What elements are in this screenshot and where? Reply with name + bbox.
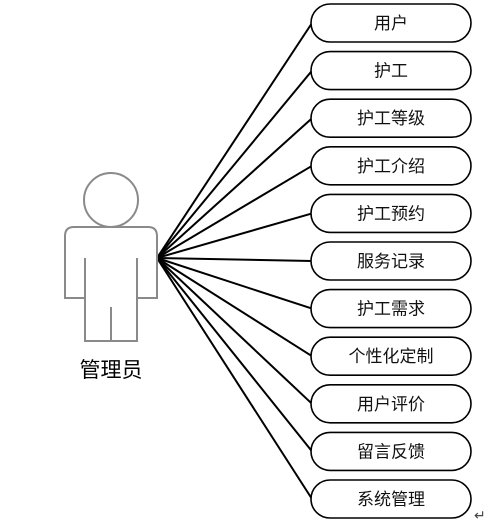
use-case: 服务记录: [310, 241, 472, 281]
use-case: 用户评价: [310, 383, 472, 424]
use-case: 护工等级: [310, 98, 472, 138]
use-case: 护工介绍: [310, 146, 472, 186]
use-case-label: 用户: [374, 14, 408, 34]
use-case: 护工预约: [310, 193, 472, 234]
connector-line: [156, 212, 313, 259]
use-case-ellipse: [310, 50, 472, 91]
connector-line: [156, 257, 313, 453]
use-case-ellipse: [310, 3, 472, 43]
use-case-ellipse: [310, 288, 472, 329]
use-case: 用户: [310, 3, 472, 43]
use-case-label: 系统管理: [357, 490, 425, 510]
use-case-ellipse: [310, 193, 472, 234]
actor-figure: [64, 172, 158, 342]
connector-line: [156, 257, 313, 262]
paragraph-mark: ↵: [474, 508, 486, 524]
use-case-label: 用户评价: [357, 395, 425, 415]
use-case-label: 护工预约: [357, 204, 425, 224]
actor-head: [83, 172, 139, 228]
connector-line: [156, 257, 313, 500]
use-case-label: 护工介绍: [357, 157, 425, 177]
connector-line: [156, 69, 313, 259]
use-case-ellipse: [310, 98, 472, 138]
use-case-label: 护工需求: [357, 300, 425, 320]
use-case-ellipse: [310, 241, 472, 281]
use-case: 系统管理: [310, 479, 472, 519]
connector-line: [156, 22, 313, 259]
connector-lines: [156, 22, 313, 500]
use-case-list: 用户护工护工等级护工介绍护工预约服务记录护工需求个性化定制用户评价留言反馈系统管…: [310, 3, 472, 519]
connector-line: [156, 257, 313, 405]
use-case-label: 护工等级: [357, 109, 425, 129]
use-case: 个性化定制: [310, 336, 472, 377]
use-case-ellipse: [310, 336, 472, 377]
use-case-ellipse: [310, 146, 472, 186]
use-case: 留言反馈: [310, 431, 472, 472]
use-case-ellipse: [310, 431, 472, 472]
use-case-label: 个性化定制: [349, 347, 434, 367]
use-case: 护工需求: [310, 288, 472, 329]
connector-line: [156, 164, 313, 259]
actor-body: [64, 226, 158, 342]
use-case-ellipse: [310, 479, 472, 519]
connector-line: [156, 117, 313, 259]
use-case: 护工: [310, 50, 472, 91]
use-case-label: 服务记录: [357, 252, 425, 272]
use-case-label: 护工: [374, 62, 408, 82]
use-case-ellipse: [310, 383, 472, 424]
connector-line: [156, 257, 313, 358]
connector-line: [156, 257, 313, 310]
use-case-label: 留言反馈: [357, 442, 425, 462]
actor-label: 管理员: [80, 358, 143, 382]
